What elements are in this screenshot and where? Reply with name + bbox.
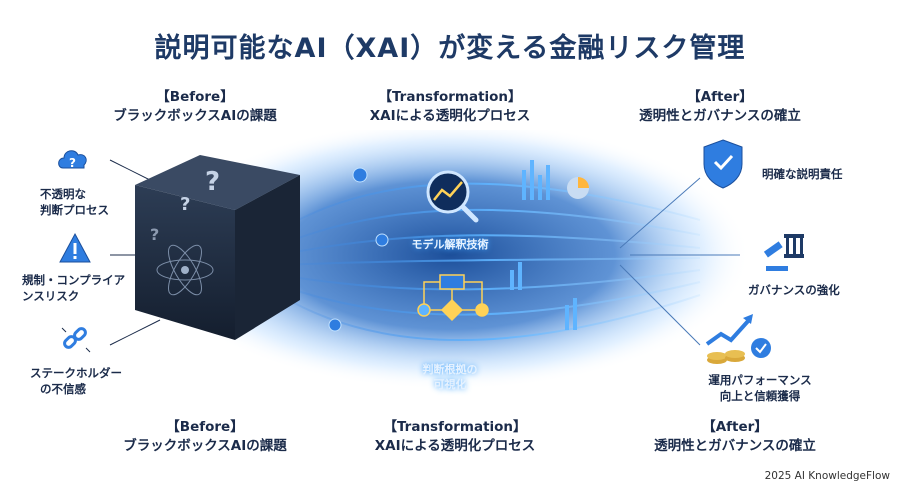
header-before-text: ブラックボックスAIの課題 xyxy=(113,108,277,124)
left-item-distrust-line1: ステークホルダー xyxy=(30,366,122,380)
bar-chart-icon xyxy=(522,160,550,200)
header-transformation-tag: 【Transformation】 xyxy=(378,89,522,105)
warning-icon xyxy=(58,232,92,264)
header-transformation-top: 【Transformation】 XAIによる透明化プロセス xyxy=(330,88,570,126)
shield-handshake-icon xyxy=(700,138,746,190)
header-before-bottom-text: ブラックボックスAIの課題 xyxy=(123,438,287,454)
basis-visualization-label: 判断根拠の 可視化 xyxy=(405,362,495,392)
gavel-icon xyxy=(760,228,808,276)
header-transformation-bottom: 【Transformation】 XAIによる透明化プロセス xyxy=(335,418,575,456)
model-interpretation-label: モデル解釈技術 xyxy=(411,238,489,251)
bar-chart-small-icon xyxy=(510,262,577,330)
magnifier-chart-icon xyxy=(426,170,479,223)
header-after-bottom: 【After】 透明性とガバナンスの確立 xyxy=(625,418,845,456)
header-after-text: 透明性とガバナンスの確立 xyxy=(639,108,801,124)
transformation-illustration: ? ? ? xyxy=(109,130,750,390)
basis-label-line2: 可視化 xyxy=(433,378,467,391)
header-before-top: 【Before】 ブラックボックスAIの課題 xyxy=(95,88,295,126)
svg-text:?: ? xyxy=(150,225,159,244)
pie-chart-icon xyxy=(567,177,589,199)
header-after-tag: 【After】 xyxy=(687,89,753,105)
right-item-accountability: 明確な説明責任 xyxy=(762,167,843,181)
header-before-tag: 【Before】 xyxy=(156,89,234,105)
svg-text:?: ? xyxy=(180,194,190,215)
left-item-distrust-line2: の不信感 xyxy=(40,382,86,396)
right-connectors xyxy=(619,177,740,346)
flowchart-icon xyxy=(417,274,489,322)
right-item-performance-line1: 運用パフォーマンス xyxy=(708,373,812,387)
basis-label-line1: 判断根拠の xyxy=(422,363,478,376)
svg-text:?: ? xyxy=(69,156,76,170)
left-item-regulation-line1: 規制・コンプライア xyxy=(22,273,126,287)
left-item-opaque: 不透明な 判断プロセス xyxy=(40,186,150,218)
header-transformation-bottom-tag: 【Transformation】 xyxy=(383,419,527,435)
header-after-bottom-tag: 【After】 xyxy=(702,419,768,435)
header-transformation-bottom-text: XAIによる透明化プロセス xyxy=(374,438,536,454)
left-item-opaque-line1: 不透明な xyxy=(40,187,86,201)
left-item-opaque-line2: 判断プロセス xyxy=(40,203,109,217)
right-item-governance: ガバナンスの強化 xyxy=(748,283,840,297)
coin-icons xyxy=(328,167,389,332)
header-before-bottom-tag: 【Before】 xyxy=(166,419,244,435)
header-transformation-text: XAIによる透明化プロセス xyxy=(369,108,531,124)
broken-link-icon xyxy=(58,322,92,356)
right-item-performance-line2: 向上と信頼獲得 xyxy=(719,389,801,403)
svg-text:?: ? xyxy=(205,167,220,197)
black-box-cube: ? ? ? xyxy=(135,155,300,340)
page-title: 説明可能なAI（XAI）が変える金融リスク管理 xyxy=(154,33,746,64)
header-after-top: 【After】 透明性とガバナンスの確立 xyxy=(610,88,830,126)
right-item-performance: 運用パフォーマンス 向上と信頼獲得 xyxy=(690,372,830,404)
header-before-bottom: 【Before】 ブラックボックスAIの課題 xyxy=(95,418,315,456)
question-cloud-icon: ? xyxy=(55,142,91,178)
growth-coins-icon xyxy=(705,312,775,368)
header-after-bottom-text: 透明性とガバナンスの確立 xyxy=(654,438,816,454)
left-item-regulation: 規制・コンプライア ンスリスク xyxy=(22,272,152,304)
left-item-regulation-line2: ンスリスク xyxy=(22,289,80,303)
left-item-distrust: ステークホルダー の不信感 xyxy=(30,365,150,397)
credit-text: 2025 AI KnowledgeFlow xyxy=(764,470,890,482)
